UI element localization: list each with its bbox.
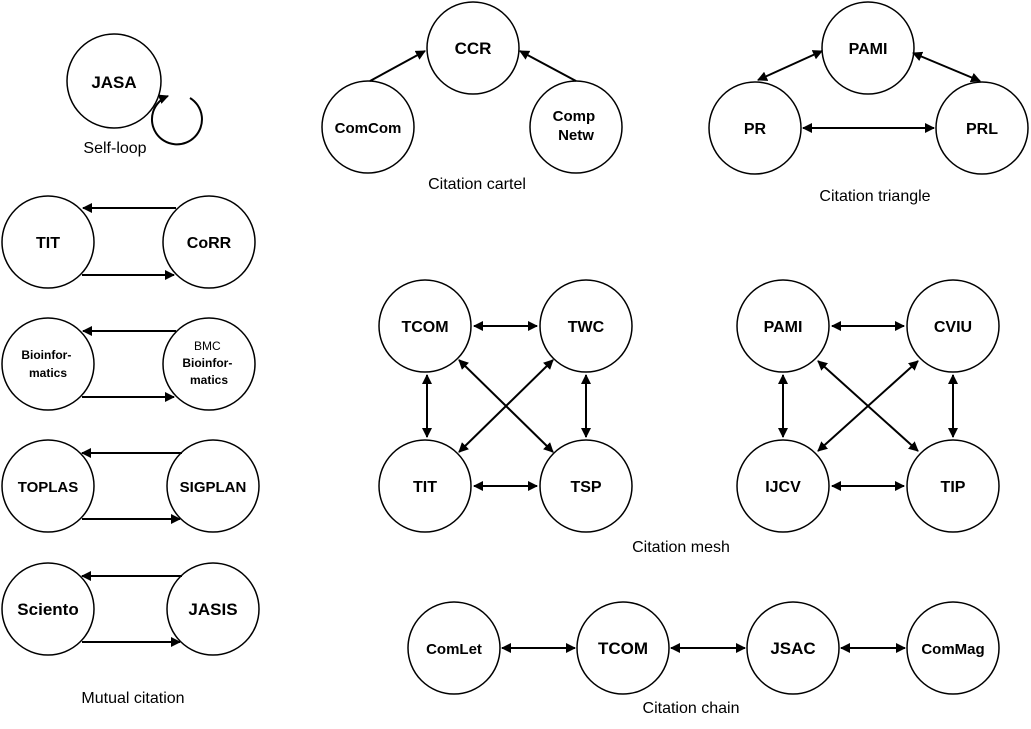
node-tcom-mesh-label: TCOM (401, 319, 448, 336)
node-pami-triangle (821, 1, 915, 95)
node-corr-label: CoRR (187, 235, 232, 252)
citation-mesh-left-group: TCOM TWC TIT TSP (378, 279, 633, 533)
node-bmc-bioinformatics-label-line3: matics (190, 373, 228, 387)
caption-citation-triangle: Citation triangle (819, 188, 930, 205)
node-bmc-bioinformatics-label-line1: BMC (194, 339, 221, 353)
caption-citation-chain: Citation chain (643, 700, 740, 717)
node-twc-label: TWC (568, 319, 605, 336)
caption-self-loop: Self-loop (83, 140, 146, 157)
node-twc (539, 279, 633, 373)
node-comlet-label: ComLet (426, 641, 482, 658)
node-jasis-label: JASIS (188, 600, 237, 619)
node-tit-mesh (378, 439, 472, 533)
node-comp-netw-label: Comp Netw (553, 108, 600, 144)
node-comcom (321, 80, 415, 174)
caption-citation-cartel: Citation cartel (428, 176, 526, 193)
node-bioinformatics-label-line2: matics (29, 366, 67, 380)
citation-triangle-group: PAMI PR PRL Citation triangle (708, 1, 1029, 205)
node-pami-mesh (736, 279, 830, 373)
node-prl-label: PRL (966, 121, 998, 138)
node-pr (708, 81, 802, 175)
node-jasa-selfloop-label: JASA (91, 73, 136, 92)
self-loop-group: JASA Self-loop (66, 33, 203, 157)
node-bioinformatics (1, 317, 95, 411)
node-commag (906, 601, 1000, 695)
node-ccr (426, 1, 520, 95)
node-tsp (539, 439, 633, 533)
node-tcom-chain-label: TCOM (598, 639, 648, 658)
citation-mesh-right-group: PAMI CVIU IJCV TIP (736, 279, 1000, 533)
node-corr (162, 195, 256, 289)
node-cviu-label: CVIU (934, 319, 972, 336)
node-tsp-label: TSP (570, 479, 601, 496)
edge-compnetw-to-ccr (519, 50, 577, 82)
node-cviu (906, 279, 1000, 373)
node-prl (935, 81, 1029, 175)
node-bioinformatics-label-line1: Bioinfor- (21, 348, 71, 362)
node-tit-mutual-label: TIT (36, 235, 60, 252)
node-jsac-label: JSAC (770, 639, 815, 658)
node-tip (906, 439, 1000, 533)
node-sigplan (166, 439, 260, 533)
node-commag-label: ComMag (921, 641, 984, 658)
node-jasa-selfloop (66, 33, 162, 129)
node-tcom-chain (576, 601, 670, 695)
node-pami-triangle-label: PAMI (849, 41, 888, 58)
node-tit-mutual (1, 195, 95, 289)
edge-comcom-to-ccr (369, 50, 426, 82)
node-toplas-label: TOPLAS (18, 479, 79, 496)
node-bioinformatics-label: Bioinfor- matics (21, 348, 74, 380)
node-bmc-bioinformatics-label-line2: Bioinfor- (182, 356, 232, 370)
node-bmc-bioinformatics (162, 317, 256, 411)
edge-pami-prl (912, 51, 981, 83)
edge-ijcv-cviu (817, 360, 919, 452)
mutual-citation-group: TIT CoRR Bioinfor- matics BMC Bioinfor- … (1, 195, 260, 707)
node-tit-mesh-label: TIT (413, 479, 437, 496)
node-bmc-bioinformatics-label: BMC Bioinfor- matics (182, 339, 235, 387)
node-ijcv (736, 439, 830, 533)
edge-tit-twc (458, 359, 554, 453)
node-sigplan-label: SIGPLAN (180, 479, 247, 496)
citation-chain-group: ComLet TCOM JSAC ComMag Citation chain (407, 601, 1000, 717)
node-jsac (746, 601, 840, 695)
node-ijcv-label: IJCV (765, 479, 801, 496)
node-jasis (166, 562, 260, 656)
caption-mutual-citation: Mutual citation (81, 690, 184, 707)
node-comlet (407, 601, 501, 695)
citation-cartel-group: CCR ComCom Comp Netw Citation cartel (321, 1, 623, 193)
node-tcom-mesh (378, 279, 472, 373)
edge-pr-pami (757, 50, 823, 81)
node-comcom-label: ComCom (335, 120, 402, 137)
node-toplas (1, 439, 95, 533)
node-ccr-label: CCR (455, 39, 492, 58)
caption-citation-mesh: Citation mesh (632, 539, 730, 556)
self-loop-arrow (151, 94, 203, 146)
node-pr-label: PR (744, 121, 767, 138)
node-sciento (1, 562, 95, 656)
node-comp-netw-label-line2: Netw (558, 127, 594, 144)
node-tip-label: TIP (941, 479, 966, 496)
node-comp-netw-label-line1: Comp (553, 108, 596, 125)
node-sciento-label: Sciento (17, 600, 78, 619)
node-pami-mesh-label: PAMI (764, 319, 803, 336)
